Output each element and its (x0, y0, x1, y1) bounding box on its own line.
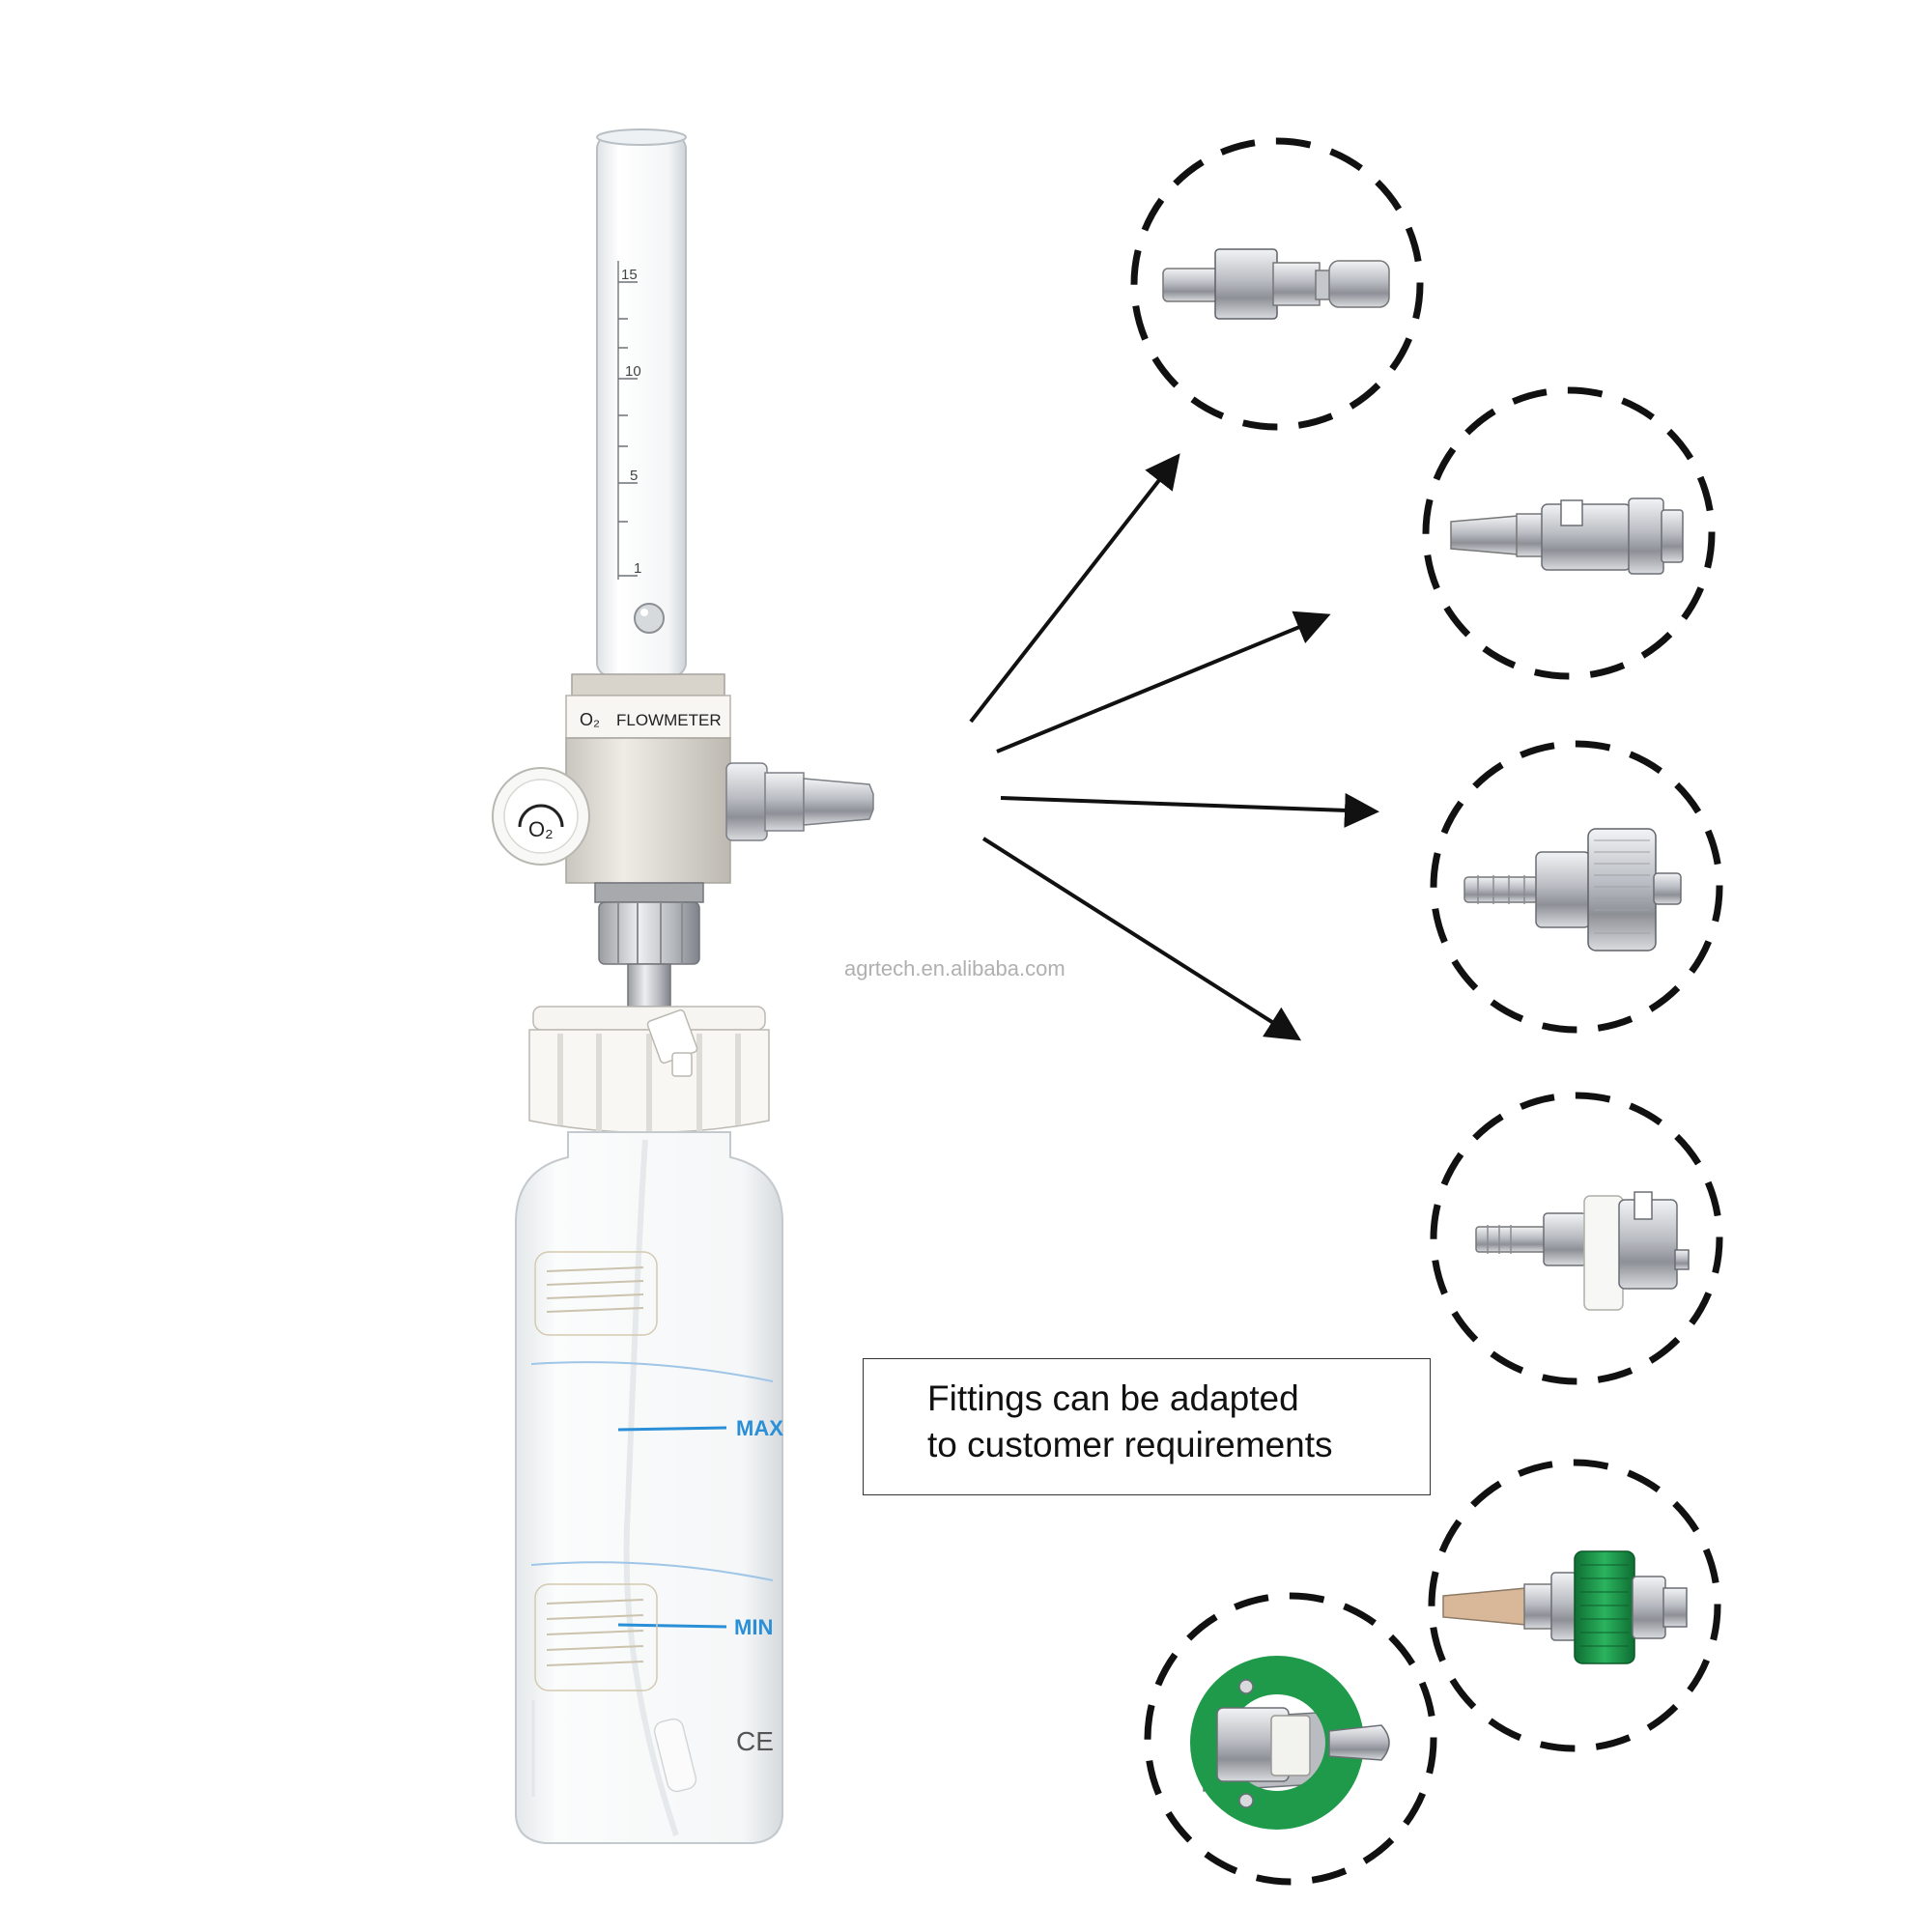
caption-box: Fittings can be adapted to customer requ… (863, 1358, 1431, 1495)
bottle-cap (528, 1006, 770, 1135)
knob-label: O₂ (528, 817, 554, 841)
fitting-5 (1428, 1459, 1721, 1752)
humidifier-bottle: MAX MIN CE (515, 1131, 783, 1844)
fitting-6 (1144, 1592, 1437, 1886)
flowmeter-assembly: 15 10 5 1 O₂ FLOWMETER O₂ (492, 128, 874, 1844)
flowmeter-label: FLOWMETER (616, 711, 722, 729)
scale-label-10: 10 (625, 363, 641, 380)
control-knob[interactable]: O₂ (492, 767, 590, 866)
fitting-4 (1430, 1092, 1723, 1385)
bottle-min-label: MIN (734, 1615, 773, 1639)
fitting-3 (1430, 740, 1723, 1034)
flow-ball (634, 603, 665, 634)
flow-tube: 15 10 5 1 (596, 128, 687, 677)
arrow-to-fitting-1 (969, 453, 1180, 724)
scale-label-15: 15 (621, 267, 638, 283)
outlet-connector (725, 762, 874, 841)
bottle-max-label: MAX (736, 1416, 783, 1440)
caption-line-2: to customer requirements (927, 1425, 1333, 1464)
scale-label-1: 1 (634, 560, 641, 577)
fitting-1 (1130, 137, 1424, 431)
fitting-2 (1422, 386, 1716, 680)
flowmeter-body: O₂ FLOWMETER (565, 673, 731, 884)
scale-label-5: 5 (630, 468, 638, 484)
flow-scale-ticks (618, 281, 638, 577)
arrow-to-fitting-2 (996, 611, 1331, 753)
connecting-nut (594, 882, 704, 1008)
arrow-to-fitting-4 (981, 837, 1302, 1041)
watermark: agrtech.en.alibaba.com (844, 956, 1065, 980)
gas-label: O₂ (580, 710, 600, 729)
ce-mark: CE (736, 1726, 774, 1756)
arrow-to-fitting-3 (1000, 792, 1379, 828)
pointer-arrows (969, 453, 1379, 1041)
caption-line-1: Fittings can be adapted (927, 1378, 1299, 1418)
